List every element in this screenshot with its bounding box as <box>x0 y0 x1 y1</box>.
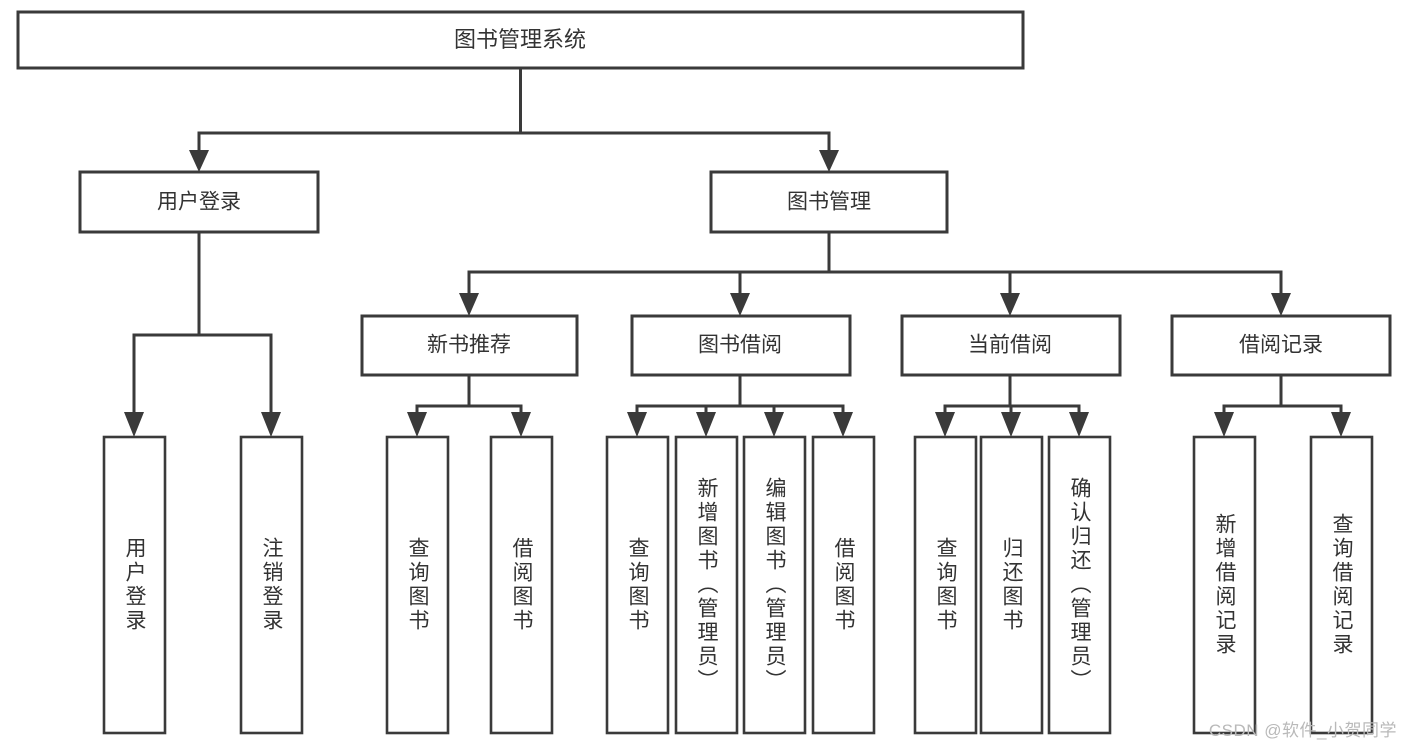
node-leaf-borrow-book-1-box[interactable] <box>489 435 554 735</box>
arrow-to-book-borrow <box>730 293 750 316</box>
node-leaf-user-login-box[interactable] <box>102 435 167 735</box>
arrow-to-leaf-user-logout <box>261 412 281 437</box>
node-current-borrow[interactable]: 当前借阅 <box>900 314 1122 377</box>
node-leaf-borrow-book-2-box[interactable] <box>811 435 876 735</box>
node-book-borrow-box[interactable] <box>630 314 852 377</box>
node-leaf-add-record-box[interactable] <box>1192 435 1257 735</box>
node-leaf-query-book-1-box[interactable] <box>385 435 450 735</box>
node-new-book-recommend-box[interactable] <box>360 314 579 377</box>
node-user-login-box[interactable] <box>78 170 320 234</box>
arrow-to-current-borrow <box>1000 293 1020 316</box>
node-leaf-borrow-book-1-label: 借阅图书 <box>510 537 533 633</box>
node-current-borrow-label: 当前借阅 <box>968 334 1052 357</box>
node-leaf-edit-book-box[interactable] <box>742 435 807 735</box>
node-leaf-user-logout-box[interactable] <box>239 435 304 735</box>
node-leaf-query-book-3-label: 查询图书 <box>934 537 957 633</box>
node-leaf-add-book-box[interactable] <box>674 435 739 735</box>
node-leaf-return-book-label: 归还图书 <box>1000 537 1023 633</box>
node-leaf-borrow-book-2-label: 借阅图书 <box>832 537 855 633</box>
node-new-book-recommend[interactable]: 新书推荐 <box>360 314 579 377</box>
node-leaf-query-book-2-label: 查询图书 <box>626 537 649 633</box>
arrow-to-leaf-query-book-1 <box>407 412 427 437</box>
arrow-to-leaf-borrow-book-1 <box>511 412 531 437</box>
node-book-borrow[interactable]: 图书借阅 <box>630 314 852 377</box>
node-leaf-edit-book-label: 编辑图书（管理员） <box>763 477 786 693</box>
arrow-to-leaf-query-book-3 <box>935 412 955 437</box>
node-leaf-query-book-2-box[interactable] <box>605 435 670 735</box>
node-book-management-box[interactable] <box>709 170 949 234</box>
arrow-to-new-book-recommend <box>459 293 479 316</box>
node-borrow-record[interactable]: 借阅记录 <box>1170 314 1392 377</box>
arrow-to-leaf-add-book <box>696 412 716 437</box>
node-root[interactable]: 图书管理系统 <box>16 10 1025 70</box>
node-new-book-recommend-label: 新书推荐 <box>427 334 511 357</box>
node-book-management[interactable]: 图书管理 <box>709 170 949 234</box>
arrow-to-leaf-confirm-return <box>1069 412 1089 437</box>
node-leaf-add-book-label: 新增图书（管理员） <box>695 477 718 693</box>
node-leaf-query-book-3-box[interactable] <box>913 435 978 735</box>
node-leaf-add-record-label: 新增借阅记录 <box>1213 513 1236 657</box>
node-user-login[interactable]: 用户登录 <box>78 170 320 234</box>
node-leaf-query-record-label: 查询借阅记录 <box>1330 513 1353 657</box>
arrow-root-to-user-login <box>189 150 209 172</box>
arrow-to-leaf-user-login <box>124 412 144 437</box>
watermark-text: CSDN @软件_小贺同学 <box>1208 721 1397 740</box>
edges-layer <box>124 66 1351 437</box>
node-leaf-confirm-return-box[interactable] <box>1047 435 1112 735</box>
node-root-label: 图书管理系统 <box>454 27 586 52</box>
arrow-to-leaf-add-record <box>1214 412 1234 437</box>
node-book-borrow-label: 图书借阅 <box>698 334 782 357</box>
arrow-to-leaf-return-book <box>1001 412 1021 437</box>
nodes-layer: 图书管理系统 用户登录 图书管理 新书推荐 图书借阅 当前 <box>16 10 1392 735</box>
node-root-box[interactable] <box>16 10 1025 70</box>
node-leaf-query-record-box[interactable] <box>1309 435 1374 735</box>
node-current-borrow-box[interactable] <box>900 314 1122 377</box>
node-leaf-confirm-return-label: 确认归还（管理员） <box>1068 477 1091 693</box>
arrow-to-leaf-query-record <box>1331 412 1351 437</box>
node-user-login-label: 用户登录 <box>157 191 241 214</box>
arrow-to-leaf-borrow-book-2 <box>833 412 853 437</box>
node-leaf-user-logout-label: 注销登录 <box>260 537 283 633</box>
node-borrow-record-label: 借阅记录 <box>1239 334 1323 357</box>
node-leaf-return-book-box[interactable] <box>979 435 1044 735</box>
node-leaf-query-book-1-label: 查询图书 <box>406 537 429 633</box>
node-borrow-record-box[interactable] <box>1170 314 1392 377</box>
arrow-to-borrow-record <box>1271 293 1291 316</box>
node-book-management-label: 图书管理 <box>787 191 871 214</box>
arrow-to-leaf-query-book-2 <box>627 412 647 437</box>
node-leaf-user-login-label: 用户登录 <box>123 537 146 633</box>
arrow-to-leaf-edit-book <box>764 412 784 437</box>
arrow-root-to-book-management <box>819 150 839 172</box>
